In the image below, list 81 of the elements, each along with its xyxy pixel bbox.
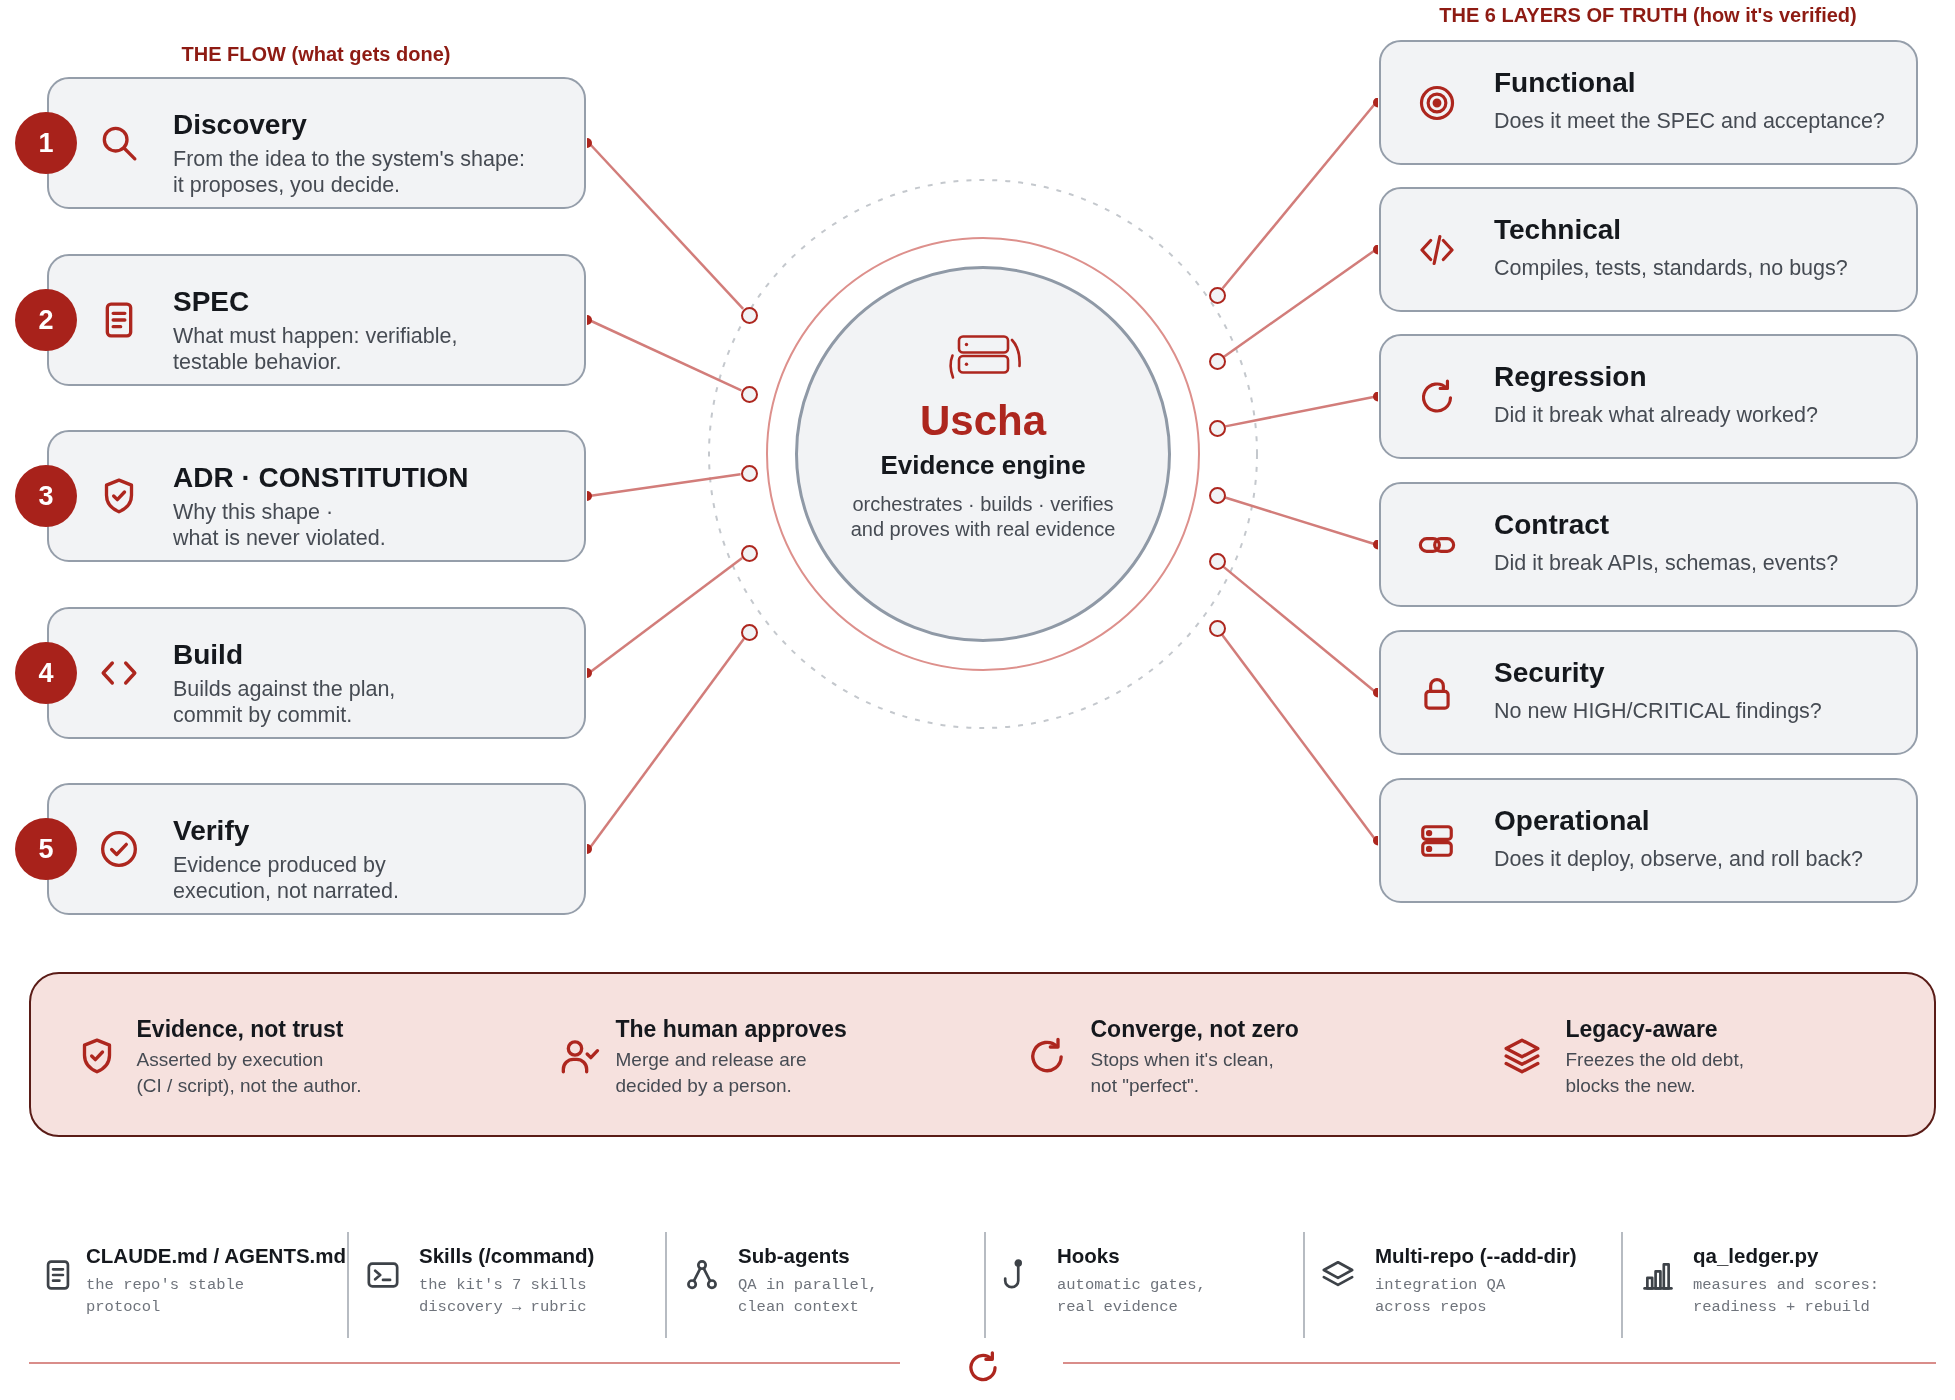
connector-port [1208,419,1226,437]
step-description: Why this shape · what is never violated. [173,499,386,551]
connector-line [587,638,745,854]
tool-title: Skills (/command) [419,1243,595,1269]
layer-title: Security [1494,656,1605,690]
tool-description: automatic gates, real evidence [1057,1275,1206,1318]
layer-title: Operational [1494,804,1650,838]
principle-title: Legacy-aware [1565,1014,1718,1043]
connector-port [1208,619,1226,637]
connector-line [1221,634,1378,846]
step-description: Evidence produced by execution, not narrated. [173,852,399,904]
step-description: What must happen: verifiable, testable behavior. [173,323,458,375]
step-number: 1 [15,112,77,174]
principle-description: Freezes the old debt, blocks the new. [1565,1047,1744,1098]
section-heading: THE 6 LAYERS OF TRUTH (how it's verified) [1439,3,1857,27]
step-title: Discovery [173,108,307,142]
layer-card [1379,630,1918,755]
tool-description: the kit's 7 skills discovery → rubric [419,1275,587,1318]
connector-port [740,623,758,641]
tool-title: qa_ledger.py [1693,1243,1819,1269]
step-number: 5 [15,818,77,880]
step-number: 2 [15,289,77,351]
layer-question: Did it break what already worked? [1494,402,1818,428]
connector-line [1223,244,1378,358]
layer-card [1379,187,1918,312]
engine-subtitle: Evidence engine [880,449,1086,481]
connector-port [1208,486,1226,504]
principle-title: The human approves [615,1014,847,1043]
layer-question: Does it meet the SPEC and acceptance? [1494,108,1885,134]
connector-line [587,557,743,678]
layer-card [1379,778,1918,903]
connector-line [1221,97,1378,290]
layer-title: Contract [1494,508,1610,542]
connector-port [1208,286,1226,304]
layer-question: No new HIGH/CRITICAL findings? [1494,698,1822,724]
tool-title: Hooks [1057,1243,1120,1269]
connector-line [587,472,741,501]
connector-line [1225,391,1378,428]
principle-title: Evidence, not trust [136,1014,344,1043]
connector-port [740,464,758,482]
tool-description: the repo's stable protocol [86,1275,245,1318]
section-heading: THE FLOW (what gets done) [181,42,451,66]
connector-line [1222,565,1378,698]
connector-line [587,138,745,310]
engine-description: orchestrates · builds · verifies and proves with real evidence [850,492,1116,542]
principle-description: Asserted by execution (CI / script), not the author. [136,1047,362,1098]
connector-line [587,315,742,392]
layer-card [1379,334,1918,459]
step-description: Builds against the plan, commit by commit. [173,676,396,728]
layer-title: Regression [1494,360,1647,394]
principle-description: Merge and release are decided by a person. [615,1047,807,1098]
principles-panel [29,972,1936,1137]
step-title: Verify [173,814,250,848]
step-number: 3 [15,465,77,527]
connector-port [1208,353,1226,370]
step-description: From the idea to the system's shape: it proposes, you decide. [173,146,525,198]
layer-question: Compiles, tests, standards, no bugs? [1494,255,1848,281]
tool-title: Sub-agents [738,1243,850,1269]
layer-title: Functional [1494,66,1636,100]
step-title: Build [173,638,243,672]
connector-port [740,544,758,562]
tool-description: integration QA across repos [1375,1275,1506,1318]
step-title: SPEC [173,285,250,319]
connector-port [740,306,758,324]
tool-title: Multi-repo (--add-dir) [1375,1243,1577,1269]
layer-question: Did it break APIs, schemas, events? [1494,550,1839,576]
principle-title: Converge, not zero [1090,1014,1299,1043]
connector-line [1224,496,1378,550]
tool-description: measures and scores: readiness + rebuild [1693,1275,1880,1318]
connector-port [740,385,758,403]
step-title: ADR · CONSTITUTION [173,461,469,495]
layer-title: Technical [1494,213,1622,247]
layer-card [1379,482,1918,607]
principle-description: Stops when it's clean, not "perfect". [1090,1047,1274,1098]
tool-description: QA in parallel, clean context [738,1275,878,1318]
layer-question: Does it deploy, observe, and roll back? [1494,846,1863,872]
tool-title: CLAUDE.md / AGENTS.md [86,1243,347,1269]
layer-card [1379,40,1918,165]
step-number: 4 [15,642,77,704]
engine-name: Uscha [919,397,1047,445]
connector-port [1208,553,1226,570]
